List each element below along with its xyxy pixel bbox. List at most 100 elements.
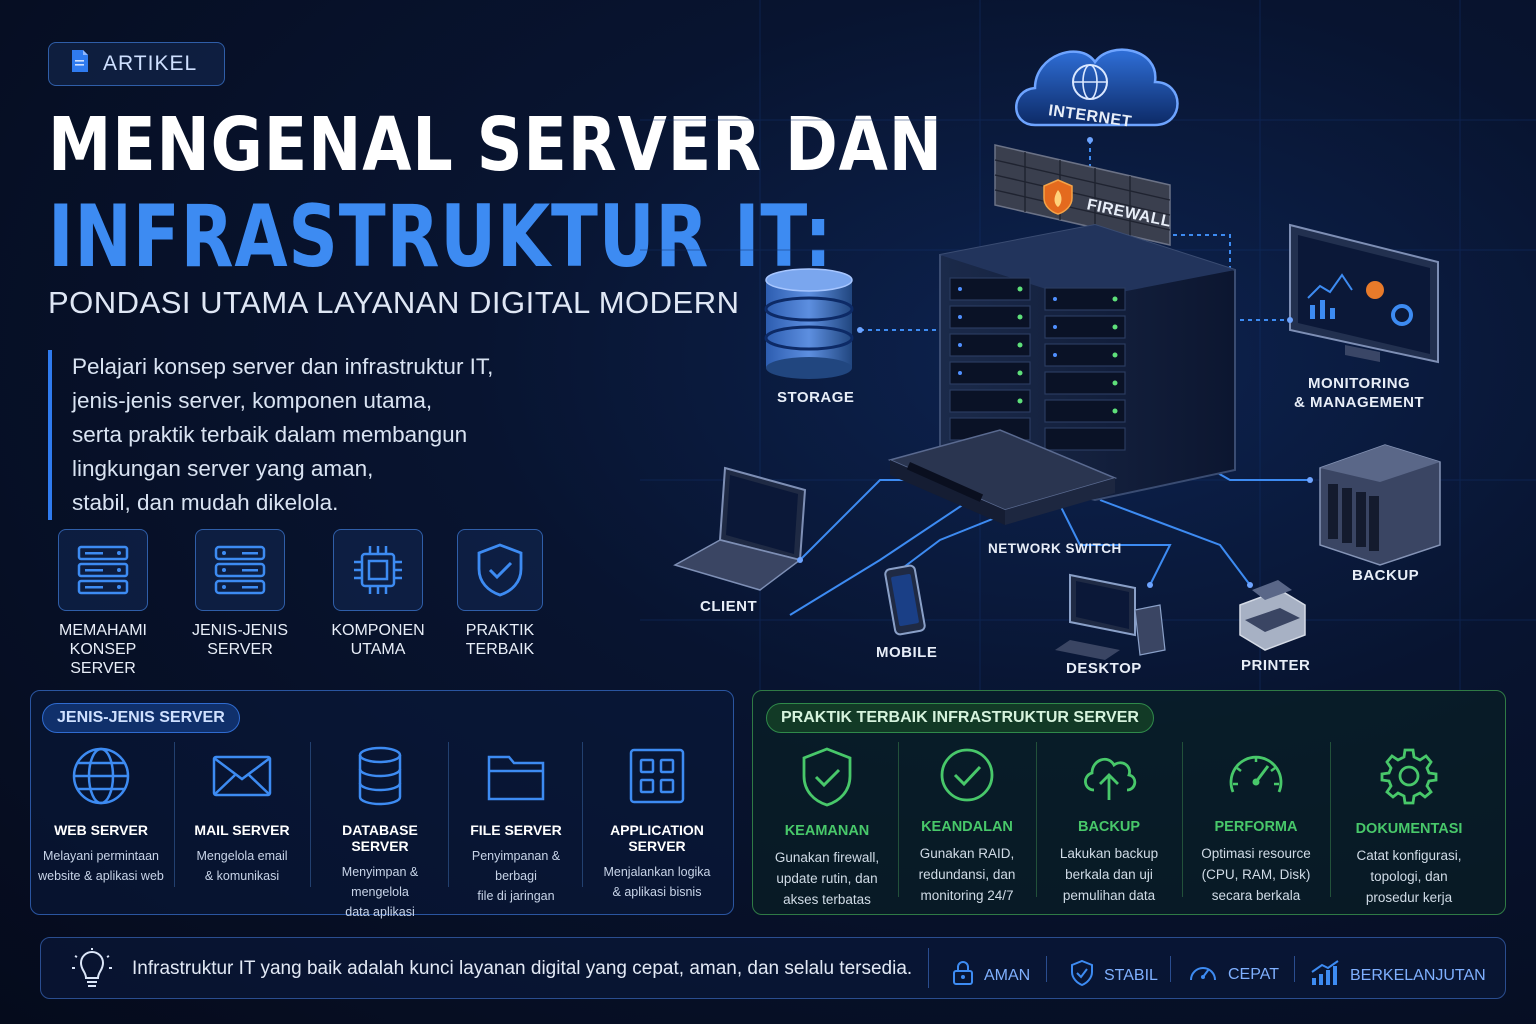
storage-label: STORAGE bbox=[777, 389, 855, 406]
server-type-application[interactable]: APPLICATION SERVER Menjalankan logika& a… bbox=[586, 745, 728, 902]
practice-name: DOKUMENTASI bbox=[1355, 821, 1463, 837]
practice-documentation[interactable]: DOKUMENTASI Catat konfigurasi,topologi, … bbox=[1334, 746, 1484, 908]
monitoring-label-line: MONITORING bbox=[1307, 375, 1411, 392]
practice-performance[interactable]: PERFORMA Optimasi resource (CPU, RAM, Dis… bbox=[1186, 746, 1326, 906]
practice-name: KEAMANAN bbox=[784, 823, 870, 839]
mobile-node bbox=[884, 564, 926, 636]
footer-message: Infrastruktur IT yang baik adalah kunci … bbox=[132, 958, 913, 979]
practice-desc: topologi, dan bbox=[1370, 869, 1448, 884]
server-type-mail[interactable]: MAIL SERVER Mengelola email& komunikasi bbox=[178, 745, 306, 886]
divider bbox=[1046, 956, 1047, 982]
badge-label: ARTIKEL bbox=[103, 52, 198, 75]
document-icon bbox=[71, 49, 89, 79]
gauge-icon bbox=[1225, 755, 1287, 808]
practice-desc: Gunakan firewall, bbox=[774, 850, 880, 865]
server-type-desc: Penyimpanan & berbagi bbox=[471, 849, 561, 883]
mobile-label: MOBILE bbox=[876, 644, 938, 661]
practice-desc: pemulihan data bbox=[1062, 888, 1156, 903]
divider bbox=[448, 742, 449, 887]
backup-label: BACKUP bbox=[1352, 567, 1420, 584]
article-badge: ARTIKEL bbox=[48, 42, 225, 86]
practice-name: BACKUP bbox=[1077, 819, 1141, 835]
practice-desc: Optimasi resource bbox=[1201, 846, 1311, 861]
shield-check-icon bbox=[1070, 959, 1094, 991]
tag-fast: CEPAT bbox=[1188, 960, 1279, 989]
divider bbox=[1182, 742, 1183, 897]
feature-label: PRAKTIK bbox=[465, 622, 535, 639]
practice-desc: update rutin, dan bbox=[776, 871, 878, 886]
cpu-chip-icon bbox=[333, 529, 423, 611]
practice-desc: Lakukan backup bbox=[1059, 846, 1159, 861]
feature-label: JENIS-JENIS bbox=[191, 622, 288, 639]
cloud-upload-icon bbox=[1078, 757, 1140, 808]
backup-node bbox=[1319, 444, 1441, 566]
server-type-name: DATABASE SERVER bbox=[342, 822, 418, 854]
practice-desc: redundansi, dan bbox=[918, 867, 1016, 882]
practice-reliability[interactable]: KEANDALAN Gunakan RAID, redundansi, dan mo… bbox=[902, 746, 1032, 906]
divider bbox=[174, 742, 175, 887]
server-type-name: APPLICATION SERVER bbox=[610, 822, 704, 854]
server-type-file[interactable]: FILE SERVER Penyimpanan & berbagi file di… bbox=[452, 745, 580, 906]
shield-check-icon bbox=[457, 529, 543, 611]
server-type-name: WEB SERVER bbox=[54, 822, 148, 838]
desktop-node bbox=[1055, 573, 1166, 660]
intro-line: lingkungan server yang aman, bbox=[72, 456, 374, 481]
intro-line: serta praktik terbaik dalam membangun bbox=[72, 422, 468, 447]
intro-line: stabil, dan mudah dikelola. bbox=[72, 490, 339, 515]
practice-security[interactable]: KEAMANAN Gunakan firewall, update rutin, … bbox=[760, 746, 894, 910]
mail-icon bbox=[211, 755, 273, 811]
footer-bar bbox=[40, 937, 1506, 999]
tag-label: STABIL bbox=[1104, 966, 1158, 984]
tag-label: AMAN bbox=[984, 966, 1031, 984]
database-icon bbox=[349, 746, 411, 811]
practice-name: PERFORMA bbox=[1214, 819, 1298, 835]
practice-name: KEANDALAN bbox=[921, 819, 1013, 835]
monitoring-label: MONITORING & MANAGEMENT bbox=[1294, 374, 1424, 412]
feature-label: MEMAHAMI bbox=[59, 622, 147, 639]
divider bbox=[582, 742, 583, 887]
growth-chart-icon bbox=[1310, 960, 1340, 991]
server-rack-icon bbox=[58, 529, 148, 611]
lightbulb-icon bbox=[72, 948, 112, 995]
practice-desc: berkala dan uji bbox=[1065, 867, 1153, 882]
firewall-node bbox=[994, 144, 1171, 246]
practice-desc: (CPU, RAM, Disk) bbox=[1201, 867, 1311, 882]
server-type-desc: data aplikasi bbox=[345, 905, 415, 919]
subtitle: PONDASI UTAMA LAYANAN DIGITAL MODERN bbox=[48, 285, 740, 320]
tag-sustainable: BERKELANJUTAN bbox=[1310, 960, 1486, 991]
server-rack-node bbox=[939, 223, 1236, 502]
practice-desc: Gunakan RAID, bbox=[919, 846, 1015, 861]
practice-desc: prosedur kerja bbox=[1365, 890, 1453, 905]
server-type-desc: & komunikasi bbox=[204, 869, 280, 883]
gear-icon bbox=[1379, 748, 1439, 810]
feature-label: KOMPONEN bbox=[331, 622, 425, 639]
divider bbox=[1036, 742, 1037, 897]
title-line-2: INFRASTRUKTUR IT: bbox=[48, 187, 833, 287]
divider bbox=[310, 742, 311, 887]
app-grid-icon bbox=[626, 748, 688, 811]
network-switch-node bbox=[887, 429, 1118, 525]
practice-desc: akses terbatas bbox=[783, 892, 871, 907]
server-type-desc: website & aplikasi web bbox=[38, 869, 164, 883]
client-label: CLIENT bbox=[700, 598, 758, 615]
server-type-name: MAIL SERVER bbox=[194, 822, 290, 838]
practice-desc: monitoring 24/7 bbox=[920, 888, 1014, 903]
server-type-desc: & aplikasi bisnis bbox=[612, 885, 702, 899]
practice-backup[interactable]: BACKUP Lakukan backup berkala dan uji pemu… bbox=[1040, 746, 1178, 906]
desktop-label: DESKTOP bbox=[1066, 660, 1142, 677]
monitoring-label-line: & MANAGEMENT bbox=[1294, 394, 1425, 411]
intro-line: jenis-jenis server, komponen utama, bbox=[72, 388, 433, 413]
server-type-name: FILE SERVER bbox=[470, 822, 562, 838]
check-circle-icon bbox=[938, 748, 996, 808]
divider bbox=[898, 742, 899, 897]
intro-text: Pelajari konsep server dan infrastruktur… bbox=[48, 350, 528, 520]
server-types-title: JENIS-JENIS SERVER bbox=[42, 703, 240, 733]
storage-node bbox=[764, 268, 854, 379]
server-type-desc: file di jaringan bbox=[477, 889, 555, 903]
